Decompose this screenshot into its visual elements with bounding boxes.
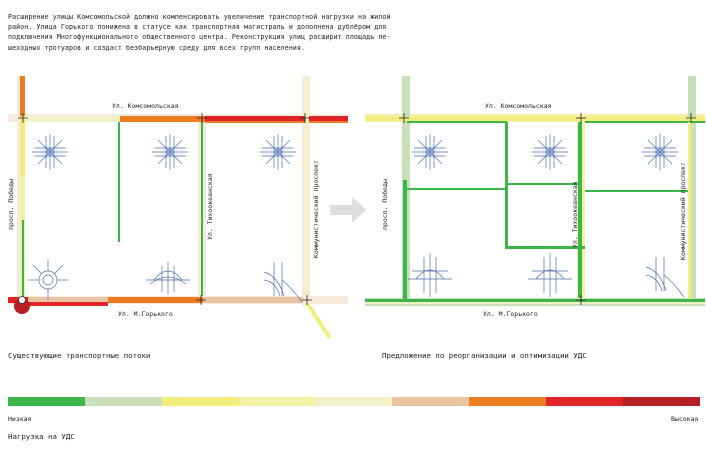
background-roads	[8, 76, 348, 306]
junction-icons	[408, 134, 685, 298]
legend-low-label: Низкая	[8, 415, 32, 423]
street-label-tikhookeanskaya: Ул. Тихоокеанская	[206, 173, 214, 240]
legend-segment-5	[315, 397, 393, 406]
traffic-load-lines	[8, 76, 348, 340]
intro-text: Расширение улицы Комсомольской должно ко…	[8, 13, 391, 52]
legend-segment-1	[8, 397, 85, 406]
legend-segment-4	[238, 397, 316, 406]
legend-segment-8	[546, 397, 624, 406]
transition-arrow	[330, 197, 366, 223]
street-label-pobedy: просп. Победы	[381, 179, 389, 230]
crosshair-markers	[399, 113, 696, 305]
street-label-komsomolskaya: Ул. Комсомольская	[112, 102, 179, 110]
load-legend-bar	[8, 397, 701, 406]
existing-flows-map: Ул. Комсомольская Ул. М.Горького просп. …	[7, 76, 348, 340]
legend-segment-7	[469, 397, 547, 406]
legend-segment-2	[84, 397, 162, 406]
traffic-load-lines	[365, 117, 705, 304]
street-label-komsomolskaya: Ул. Комсомольская	[485, 102, 552, 110]
caption-proposal: Предложение по реорганизации и оптимизац…	[382, 351, 587, 360]
street-label-gorkogo: Ул. М.Горького	[483, 310, 538, 318]
proposal-map: Ул. Комсомольская Ул. М.Горького просп. …	[365, 76, 705, 318]
street-label-tikhookeanskaya: Ул. Тихоокеанская	[571, 181, 579, 248]
street-label-pobedy: просп. Победы	[7, 179, 15, 230]
legend-segment-9	[623, 397, 701, 406]
legend-high-label: Высокая	[671, 415, 699, 423]
legend-segment-3	[161, 397, 239, 406]
junction-icons	[28, 134, 303, 303]
street-label-gorkogo: Ул. М.Горького	[118, 310, 173, 318]
street-label-kommunistichesky: Коммунистический проспект	[679, 162, 687, 260]
caption-existing: Существующие транспортные потоки	[8, 351, 151, 360]
legend-title: Нагрузка на УДС	[8, 432, 75, 441]
crosshair-markers	[18, 113, 312, 305]
street-label-kommunistichesky: Коммунистический проспект	[312, 160, 320, 258]
legend-segment-6	[392, 397, 470, 406]
